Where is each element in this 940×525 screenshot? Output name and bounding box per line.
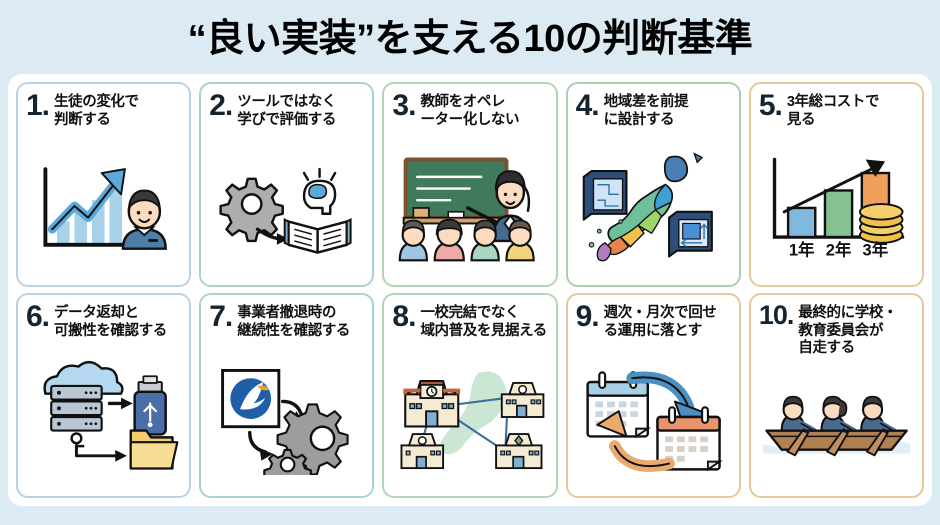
cards-panel: 1. 生徒の変化で 判断する	[8, 74, 932, 506]
card-2-title: ツールではなく 学びで評価する	[237, 92, 336, 129]
classroom-teacher-icon	[392, 129, 547, 281]
card-2[interactable]: 2. ツールではなく 学びで評価する	[199, 82, 375, 287]
card-3-title-line1: 教師をオペレ	[420, 94, 506, 110]
card-1[interactable]: 1. 生徒の変化で 判断する	[16, 82, 192, 287]
card-4-title: 地域差を前提 に設計する	[604, 92, 689, 129]
card-8-number: 8.	[392, 300, 416, 333]
card-4-title-line1: 地域差を前提	[603, 94, 689, 110]
card-4-number: 4.	[575, 89, 600, 122]
card-7[interactable]: 7. 事業者撤退時の 継続性を確認する	[199, 293, 375, 498]
card-3-title: 教師をオペレ ーター化しない	[420, 92, 519, 129]
card-3-title-line2: ーター化しない	[420, 111, 520, 128]
card-1-title-line1: 生徒の変化で	[54, 94, 139, 110]
cloud-server-usb-folder-icon	[26, 340, 181, 492]
gear-to-book-brain-icon	[209, 129, 364, 281]
card-6-heading: 6. データ返却と 可搬性を確認する	[26, 300, 181, 340]
bar-label-year3: 3年	[862, 240, 888, 260]
card-5-title: 3年総コストで 見る	[786, 92, 880, 129]
bar-label-year1: 1年	[789, 240, 815, 260]
card-5-heading: 5. 3年総コストで 見る	[758, 89, 914, 129]
connected-schools-map-icon	[392, 340, 547, 492]
card-9-title: 週次・月次で回せ る運用に落とす	[604, 303, 717, 340]
card-1-title-line2: 判断する	[54, 111, 111, 128]
card-6-number: 6.	[26, 300, 50, 333]
card-10-title: 最終的に学校・ 教育委員会が 自走する	[798, 303, 897, 358]
card-10-heading: 10. 最終的に学校・ 教育委員会が 自走する	[758, 300, 914, 358]
rowing-team-boat-icon	[759, 358, 914, 492]
card-4[interactable]: 4. 地域差を前提 に設計する	[565, 82, 741, 287]
page-title: “良い実装”を支える10の判断基準	[187, 18, 753, 60]
bar-label-year2: 2年	[826, 240, 852, 260]
card-7-title-line1: 事業者撤退時の	[237, 305, 336, 321]
japan-map-blueprint-icon	[576, 129, 731, 281]
card-2-heading: 2. ツールではなく 学びで評価する	[209, 89, 364, 129]
card-5-number: 5.	[758, 89, 783, 122]
card-6-title-line2: 可搬性を確認する	[54, 322, 167, 339]
cards-row-bottom: 6. データ返却と 可搬性を確認する	[16, 293, 925, 498]
vendor-logo-gears-icon	[209, 340, 364, 492]
card-2-number: 2.	[209, 89, 233, 122]
bar-chart-coins-icon: 1年 2年 3年	[759, 129, 914, 281]
card-5-title-line1: 3年総コストで	[786, 94, 880, 110]
card-7-title: 事業者撤退時の 継続性を確認する	[237, 303, 350, 340]
card-2-title-line2: 学びで評価する	[237, 111, 336, 128]
card-6-title: データ返却と 可搬性を確認する	[54, 303, 167, 340]
card-8-title-line2: 域内普及を見据える	[420, 322, 547, 339]
card-2-title-line1: ツールではなく	[237, 94, 336, 110]
card-6[interactable]: 6. データ返却と 可搬性を確認する	[16, 293, 192, 498]
card-9-heading: 9. 週次・月次で回せ る運用に落とす	[575, 300, 731, 340]
calendar-cycle-icon	[576, 340, 731, 492]
card-10-title-line1: 最終的に学校・	[798, 305, 898, 321]
card-5[interactable]: 5. 3年総コストで 見る	[748, 82, 925, 287]
cards-row-top: 1. 生徒の変化で 判断する	[16, 82, 925, 287]
card-9-title-line1: 週次・月次で回せ	[603, 305, 717, 321]
card-8-heading: 8. 一校完結でなく 域内普及を見据える	[392, 300, 547, 340]
card-9-number: 9.	[575, 300, 600, 333]
card-3[interactable]: 3. 教師をオペレ ーター化しない	[382, 82, 558, 287]
card-4-heading: 4. 地域差を前提 に設計する	[575, 89, 731, 129]
card-8-title: 一校完結でなく 域内普及を見据える	[420, 303, 547, 340]
card-5-title-line2: 見る	[786, 111, 816, 128]
card-8[interactable]: 8. 一校完結でなく 域内普及を見据える	[382, 293, 558, 498]
card-9-title-line2: る運用に落とす	[603, 322, 703, 339]
card-10-title-line2: 教育委員会が	[798, 322, 883, 339]
card-10[interactable]: 10. 最終的に学校・ 教育委員会が 自走する	[748, 293, 925, 498]
card-1-title: 生徒の変化で 判断する	[54, 92, 139, 129]
card-3-number: 3.	[392, 89, 416, 122]
card-1-heading: 1. 生徒の変化で 判断する	[26, 89, 181, 129]
card-8-title-line1: 一校完結でなく	[420, 305, 520, 321]
card-7-heading: 7. 事業者撤退時の 継続性を確認する	[209, 300, 364, 340]
card-10-number: 10.	[758, 300, 795, 330]
card-10-title-line3: 自走する	[798, 340, 855, 357]
card-7-number: 7.	[209, 300, 233, 333]
card-4-title-line2: に設計する	[603, 111, 675, 128]
growth-chart-student-icon	[26, 129, 181, 281]
card-3-heading: 3. 教師をオペレ ーター化しない	[392, 89, 547, 129]
card-9[interactable]: 9. 週次・月次で回せ る運用に落とす	[565, 293, 741, 498]
card-6-title-line1: データ返却と	[54, 305, 139, 321]
card-1-number: 1.	[26, 89, 50, 122]
card-7-title-line2: 継続性を確認する	[237, 322, 351, 339]
